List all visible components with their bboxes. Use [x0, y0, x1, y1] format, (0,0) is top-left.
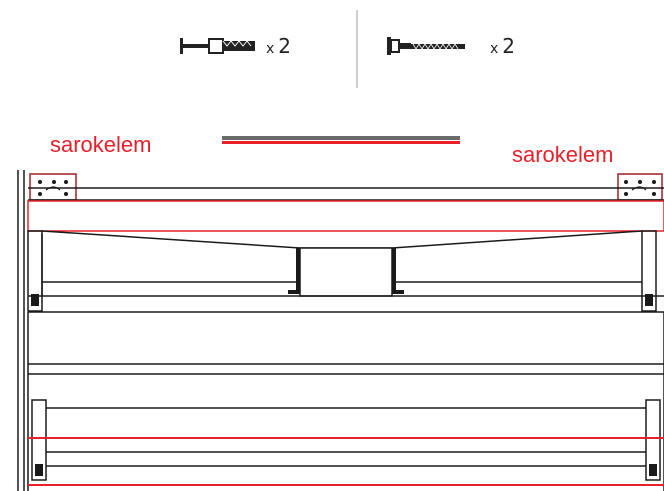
top-bar-red	[222, 141, 460, 144]
corner-bracket-left	[29, 173, 77, 201]
center-block	[299, 247, 393, 297]
label-left: sarokelem	[50, 132, 152, 157]
top-bar-grey	[222, 136, 460, 140]
dowel-screw-icon	[180, 38, 255, 54]
hex-screw-icon	[387, 37, 465, 55]
highlighted-panel	[27, 200, 664, 232]
label-right: sarokelem	[512, 142, 614, 167]
corner-bracket-right	[617, 173, 663, 201]
